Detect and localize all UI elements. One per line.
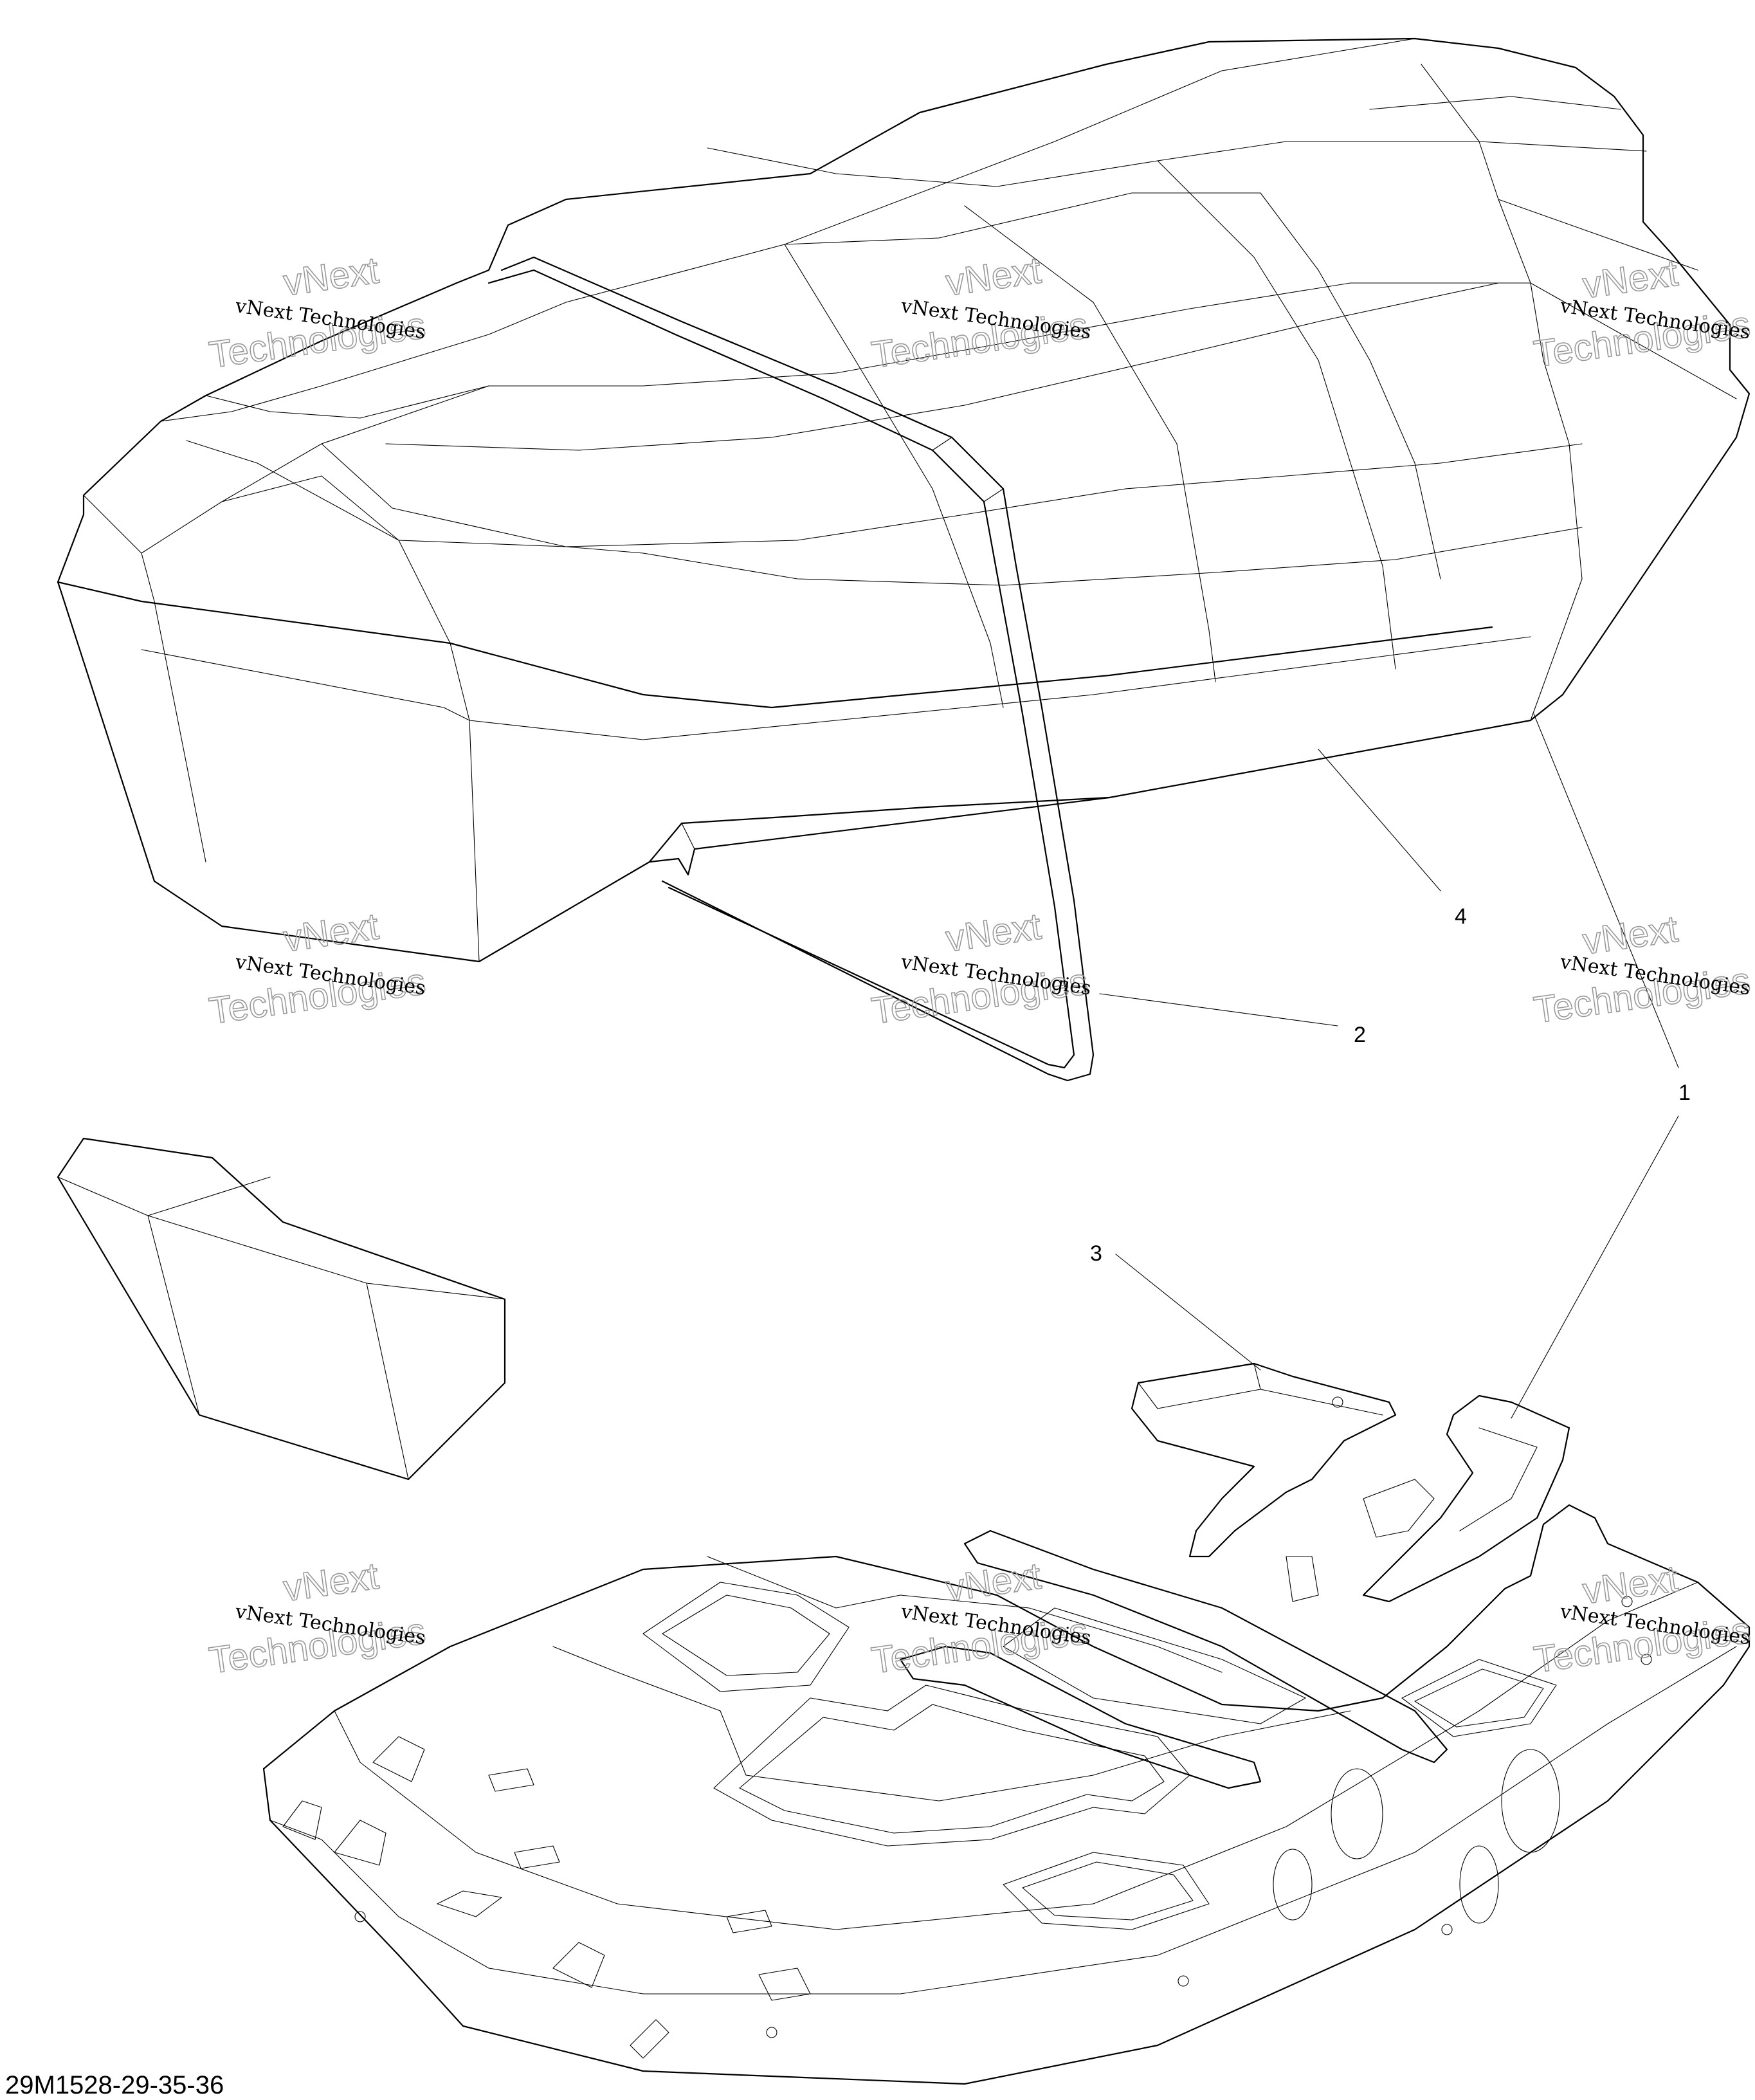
watermark-overlay-top: vNext [1580,252,1680,307]
callout-2: 2 [1354,1023,1366,1047]
callout-3: 3 [1090,1241,1102,1266]
figure-reference-code: 29M1528-29-35-36 [5,2071,224,2099]
watermark-overlay-top: vNext [943,905,1044,960]
watermark-overlay-top: vNext [1580,1558,1680,1612]
callout-leader-lines [1099,713,1679,1419]
seat-foam-block-drawing [57,1137,506,1481]
watermark-overlay-top: vNext [943,249,1044,304]
callout-4: 4 [1455,904,1467,929]
seat-base-drawing [262,1362,1750,2085]
leader-line-2 [1099,993,1338,1027]
watermark-overlay-top: vNext [1580,908,1680,963]
seat-strap-drawing [487,256,1095,1082]
leader-line-1-upper [1533,713,1679,1068]
watermark-overlay-top: vNext [281,1555,381,1609]
watermark-overlay-top: vNext [943,1555,1044,1609]
leader-line-4 [1318,749,1441,891]
leader-line-3 [1115,1254,1261,1371]
seat-cushion-drawing [57,37,1750,963]
watermark-overlay-top: vNext [281,249,381,304]
callout-1: 1 [1678,1081,1691,1105]
leader-line-1-lower [1511,1115,1679,1419]
watermark-overlay-top: vNext [281,905,381,960]
